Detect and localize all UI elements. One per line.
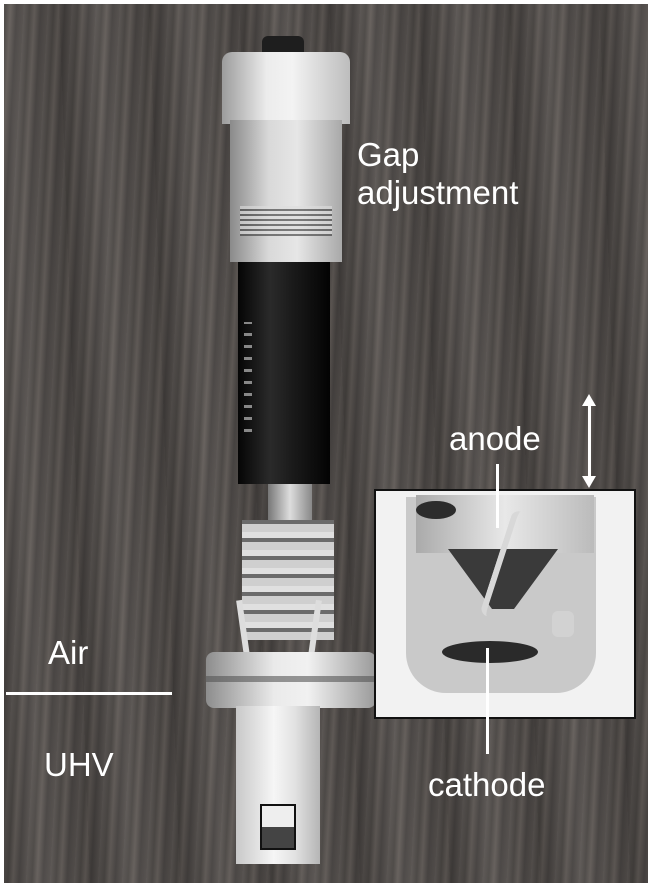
gap-adjustment-label: Gap adjustment (357, 136, 519, 211)
close-up-inset (374, 489, 636, 719)
inset-knob (552, 611, 574, 637)
uhv-label: UHV (44, 746, 114, 783)
vacuum-flange (206, 652, 376, 708)
air-label: Air (48, 634, 89, 671)
anode-label: anode (449, 420, 541, 457)
arrow-down-icon (582, 476, 596, 488)
anode-leader-line (496, 464, 499, 528)
air-uhv-divider (6, 692, 172, 695)
cathode-disk (442, 641, 538, 663)
micrometer-knob (222, 52, 350, 124)
bellows-section (242, 520, 334, 640)
cathode-label: cathode (428, 766, 546, 803)
cathode-leader-line (486, 648, 489, 754)
arrow-up-icon (582, 394, 596, 406)
micrometer-body (230, 120, 342, 262)
inset-screw (416, 501, 456, 519)
barrel-neck (268, 484, 312, 524)
double-arrow-icon (588, 400, 591, 480)
tip-inset-marker (260, 804, 296, 850)
black-barrel (238, 262, 330, 484)
